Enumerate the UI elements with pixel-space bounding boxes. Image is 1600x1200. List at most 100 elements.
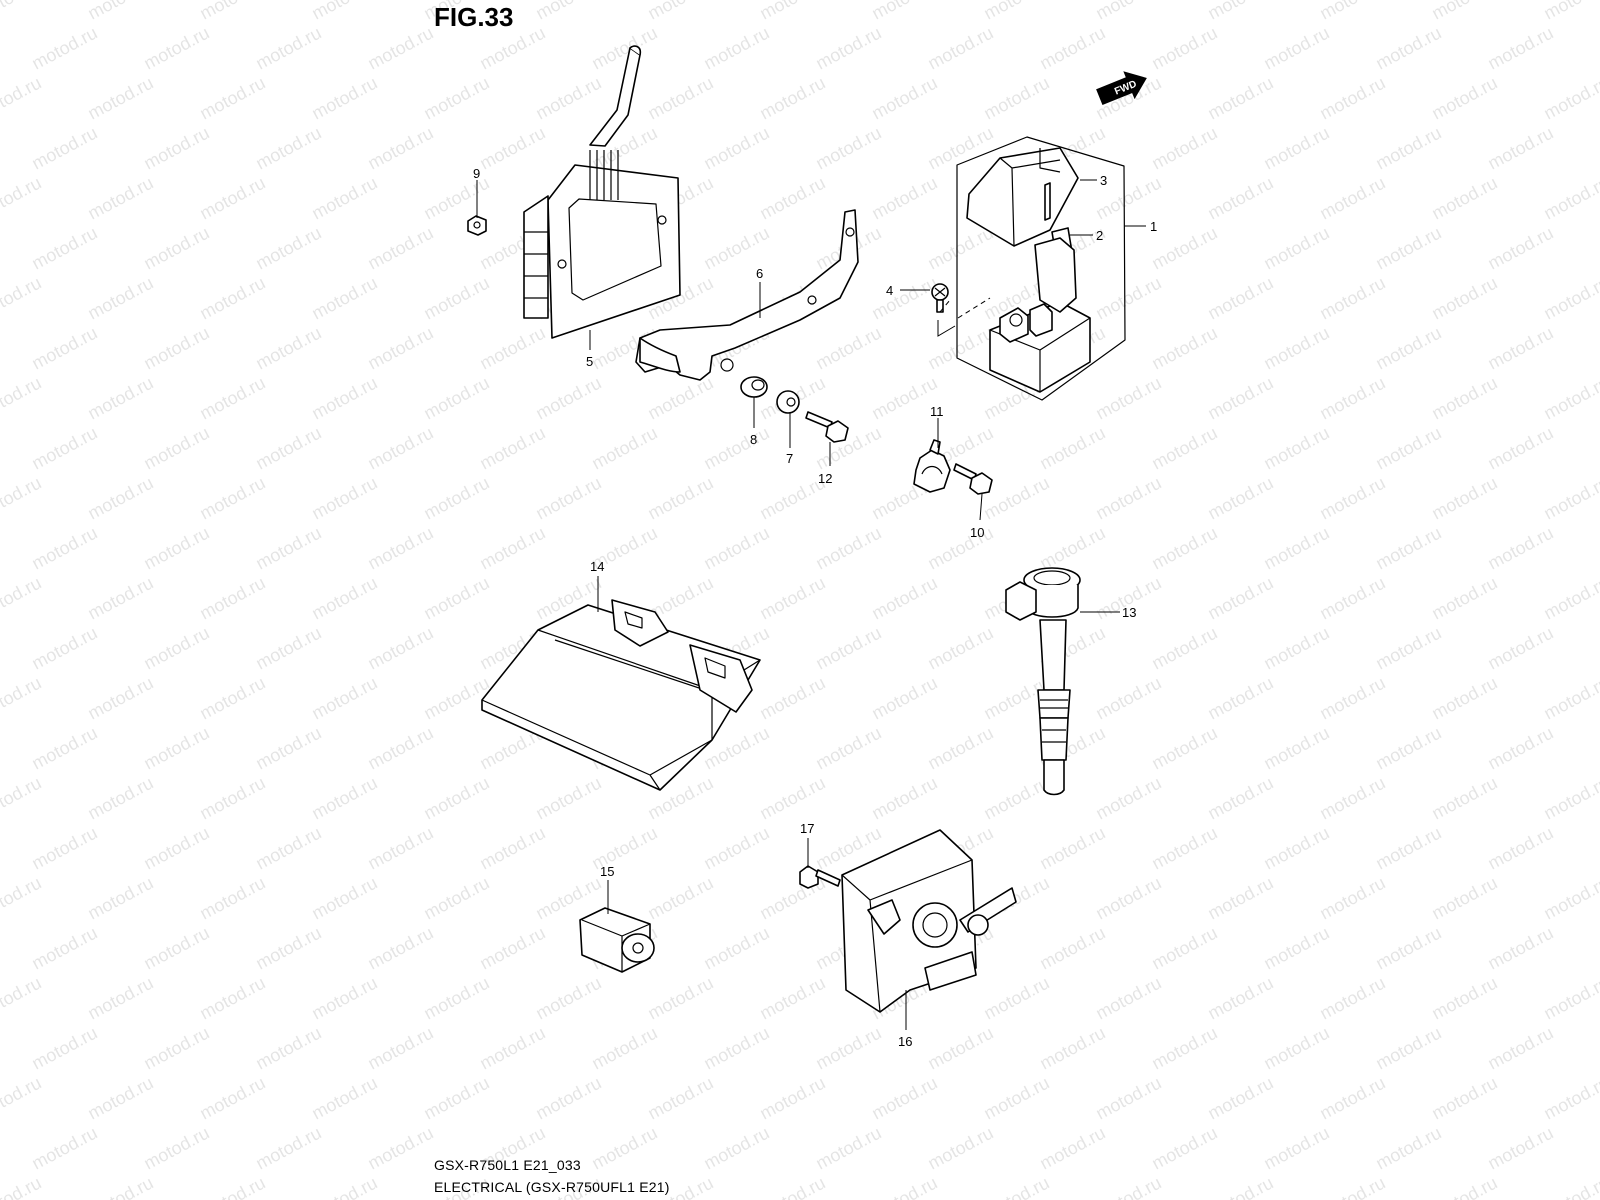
watermark-text: motod.ru bbox=[28, 723, 100, 774]
watermark-text: motod.ru bbox=[1092, 1073, 1164, 1124]
watermark-text: motod.ru bbox=[1260, 323, 1332, 374]
watermark-text: motod.ru bbox=[1540, 373, 1600, 424]
watermark-text: motod.ru bbox=[476, 123, 548, 174]
watermark-text: motod.ru bbox=[1428, 273, 1500, 324]
callout-12: 12 bbox=[818, 471, 832, 486]
watermark-text: motod.ru bbox=[196, 473, 268, 524]
watermark-text: motod.ru bbox=[1260, 623, 1332, 674]
watermark-text: motod.ru bbox=[1372, 23, 1444, 74]
watermark-text: motod.ru bbox=[1484, 823, 1556, 874]
callout-15: 15 bbox=[600, 864, 614, 879]
watermark-text: motod.ru bbox=[364, 123, 436, 174]
watermark-text: motod.ru bbox=[756, 1173, 828, 1200]
relay-cover bbox=[966, 147, 1079, 247]
watermark-text: motod.ru bbox=[308, 873, 380, 924]
watermark-text: motod.ru bbox=[1148, 1023, 1220, 1074]
watermark-text: motod.ru bbox=[1484, 1023, 1556, 1074]
watermark-text: motod.ru bbox=[532, 973, 604, 1024]
watermark-text: motod.ru bbox=[84, 473, 156, 524]
watermark-text: motod.ru bbox=[756, 1073, 828, 1124]
watermark-text: motod.ru bbox=[1204, 773, 1276, 824]
watermark-text: motod.ru bbox=[924, 523, 996, 574]
watermark-text: motod.ru bbox=[1148, 323, 1220, 374]
watermark-text: motod.ru bbox=[196, 773, 268, 824]
watermark-text: motod.ru bbox=[980, 1173, 1052, 1200]
watermark-text: motod.ru bbox=[1372, 923, 1444, 974]
watermark-text: motod.ru bbox=[644, 873, 716, 924]
watermark-text: motod.ru bbox=[1596, 23, 1600, 74]
watermark-text: motod.ru bbox=[924, 1123, 996, 1174]
watermark-text: motod.ru bbox=[700, 1123, 772, 1174]
watermark-text: motod.ru bbox=[1372, 1123, 1444, 1174]
watermark-text: motod.ru bbox=[476, 23, 548, 74]
watermark-text: motod.ru bbox=[140, 1023, 212, 1074]
watermark-text: motod.ru bbox=[1596, 423, 1600, 474]
leader-lines bbox=[476, 179, 1146, 1030]
watermark-text: motod.ru bbox=[588, 23, 660, 74]
ignition-coil bbox=[1005, 567, 1081, 796]
relay-screw bbox=[931, 283, 991, 337]
watermark-text: motod.ru bbox=[812, 423, 884, 474]
callout-14: 14 bbox=[590, 559, 604, 574]
watermark-text: motod.ru bbox=[1260, 523, 1332, 574]
watermark-text: motod.ru bbox=[0, 873, 45, 924]
watermark-text: motod.ru bbox=[1428, 673, 1500, 724]
watermark-text: motod.ru bbox=[1596, 623, 1600, 674]
watermark-text: motod.ru bbox=[196, 1173, 268, 1200]
watermark-text: motod.ru bbox=[812, 523, 884, 574]
watermark-text: motod.ru bbox=[1148, 223, 1220, 274]
watermark-text: motod.ru bbox=[980, 0, 1052, 24]
watermark-text: motod.ru bbox=[420, 673, 492, 724]
watermark-text: motod.ru bbox=[532, 1073, 604, 1124]
watermark-text: motod.ru bbox=[140, 123, 212, 174]
watermark-text: motod.ru bbox=[0, 173, 45, 224]
watermark-text: motod.ru bbox=[868, 1173, 940, 1200]
watermark-text: motod.ru bbox=[84, 1173, 156, 1200]
watermark-text: motod.ru bbox=[812, 1023, 884, 1074]
watermark-text: motod.ru bbox=[868, 0, 940, 24]
watermark-text: motod.ru bbox=[812, 723, 884, 774]
watermark-text: motod.ru bbox=[1204, 573, 1276, 624]
watermark-text: motod.ru bbox=[28, 123, 100, 174]
watermark-text: motod.ru bbox=[84, 1073, 156, 1124]
watermark-text: motod.ru bbox=[364, 1123, 436, 1174]
watermark-text: motod.ru bbox=[1148, 23, 1220, 74]
watermark-text: motod.ru bbox=[868, 773, 940, 824]
watermark-text: motod.ru bbox=[1540, 173, 1600, 224]
watermark-text: motod.ru bbox=[1484, 923, 1556, 974]
watermark-text: motod.ru bbox=[924, 223, 996, 274]
watermark-text: motod.ru bbox=[196, 0, 268, 24]
watermark-text: motod.ru bbox=[1540, 973, 1600, 1024]
watermark-text: motod.ru bbox=[252, 1123, 324, 1174]
watermark-text: motod.ru bbox=[756, 173, 828, 224]
watermark-text: motod.ru bbox=[308, 973, 380, 1024]
watermark-text: motod.ru bbox=[364, 23, 436, 74]
watermark-text: motod.ru bbox=[1260, 1123, 1332, 1174]
watermark-text: motod.ru bbox=[308, 273, 380, 324]
callout-5: 5 bbox=[586, 354, 593, 369]
watermark-text: motod.ru bbox=[1092, 773, 1164, 824]
watermark-text: motod.ru bbox=[924, 123, 996, 174]
watermark-text: motod.ru bbox=[1260, 923, 1332, 974]
watermark-text: motod.ru bbox=[1204, 0, 1276, 24]
watermark-text: motod.ru bbox=[1260, 23, 1332, 74]
section-caption: ELECTRICAL (GSX-R750UFL1 E21) bbox=[434, 1179, 670, 1195]
watermark-text: motod.ru bbox=[1540, 1073, 1600, 1124]
watermark-text: motod.ru bbox=[420, 773, 492, 824]
watermark-text: motod.ru bbox=[28, 223, 100, 274]
watermark-text: motod.ru bbox=[1036, 823, 1108, 874]
watermark-text: motod.ru bbox=[1092, 373, 1164, 424]
watermark-text: motod.ru bbox=[252, 523, 324, 574]
watermark-text: motod.ru bbox=[924, 323, 996, 374]
watermark-text: motod.ru bbox=[84, 73, 156, 124]
watermark-text: motod.ru bbox=[1484, 1123, 1556, 1174]
watermark-text: motod.ru bbox=[28, 1023, 100, 1074]
watermark-text: motod.ru bbox=[1316, 573, 1388, 624]
watermark-text: motod.ru bbox=[420, 473, 492, 524]
watermark-text: motod.ru bbox=[84, 0, 156, 24]
callout-3: 3 bbox=[1100, 173, 1107, 188]
watermark-text: motod.ru bbox=[1036, 423, 1108, 474]
watermark-text: motod.ru bbox=[1428, 973, 1500, 1024]
watermark-text: motod.ru bbox=[1372, 323, 1444, 374]
watermark-text: motod.ru bbox=[420, 0, 492, 24]
